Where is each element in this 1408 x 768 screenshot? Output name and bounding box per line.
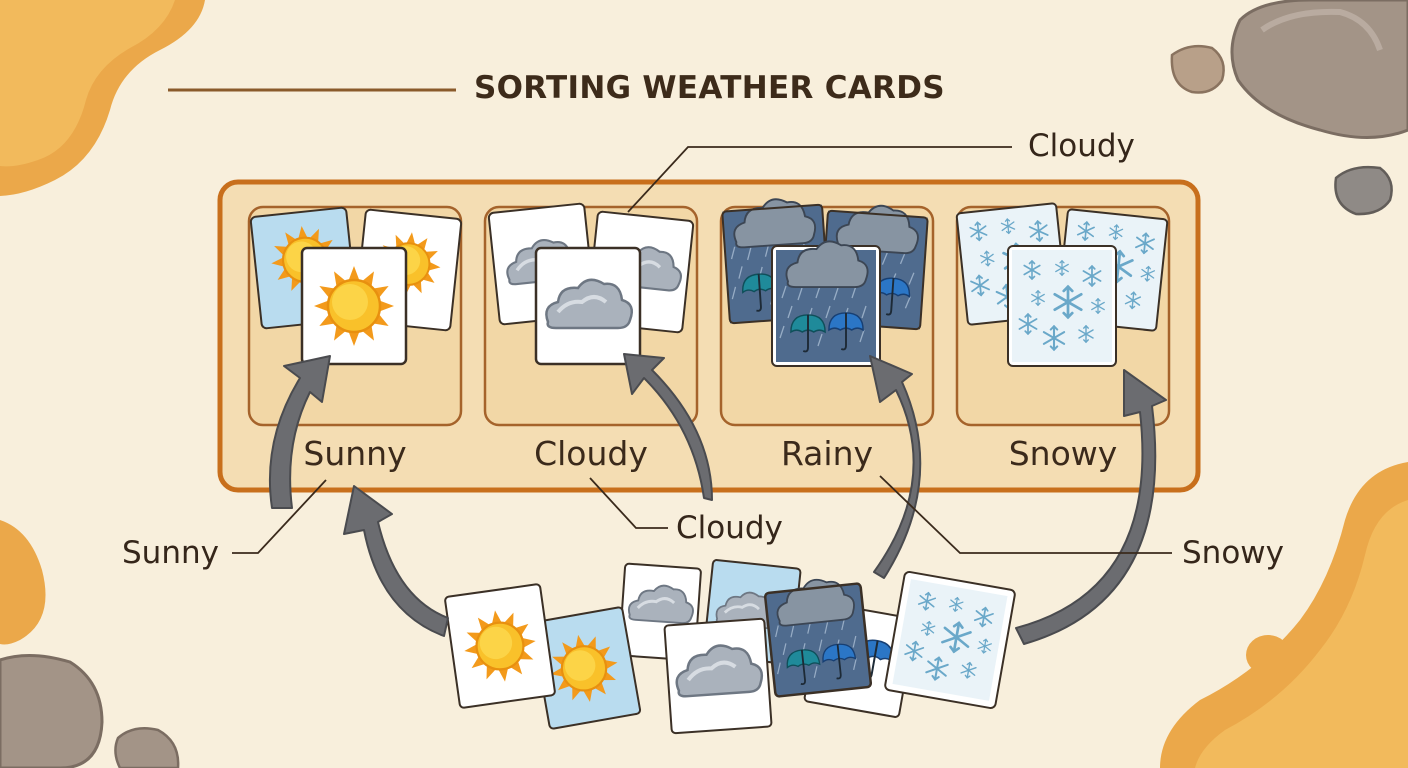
cloudy-card-stack bbox=[487, 202, 695, 366]
arrow-to-sunny bbox=[269, 355, 331, 509]
callout-cloudy-bottom: Cloudy bbox=[676, 510, 783, 546]
sorting-arrows bbox=[269, 353, 1167, 645]
cloud-icon bbox=[534, 246, 642, 366]
callout-leader-lines bbox=[232, 146, 1172, 554]
rainy-card-stack bbox=[722, 196, 929, 367]
callout-snowy-right: Snowy bbox=[1182, 535, 1284, 571]
snowy-card-stack bbox=[955, 202, 1169, 367]
page-title: SORTING WEATHER CARDS bbox=[474, 70, 945, 106]
arrow-to-cloudy bbox=[623, 353, 713, 501]
slot-label-cloudy: Cloudy bbox=[534, 434, 648, 473]
arrow-to-snowy bbox=[1015, 369, 1167, 645]
callout-sunny-left: Sunny bbox=[122, 535, 219, 571]
unsorted-card-pile bbox=[444, 559, 1016, 735]
rain-cloud-icon bbox=[771, 241, 881, 367]
arrow-to-rainy bbox=[869, 355, 922, 579]
sun-icon bbox=[300, 246, 408, 366]
snowflake-icon bbox=[1007, 245, 1117, 367]
slot-label-sunny: Sunny bbox=[303, 434, 407, 473]
slot-label-snowy: Snowy bbox=[1008, 434, 1118, 473]
arrow-pile-to-sunny bbox=[343, 485, 449, 637]
sunny-card-stack bbox=[249, 206, 463, 366]
slot-label-rainy: Rainy bbox=[780, 434, 874, 473]
callout-cloudy-top: Cloudy bbox=[1028, 128, 1135, 164]
